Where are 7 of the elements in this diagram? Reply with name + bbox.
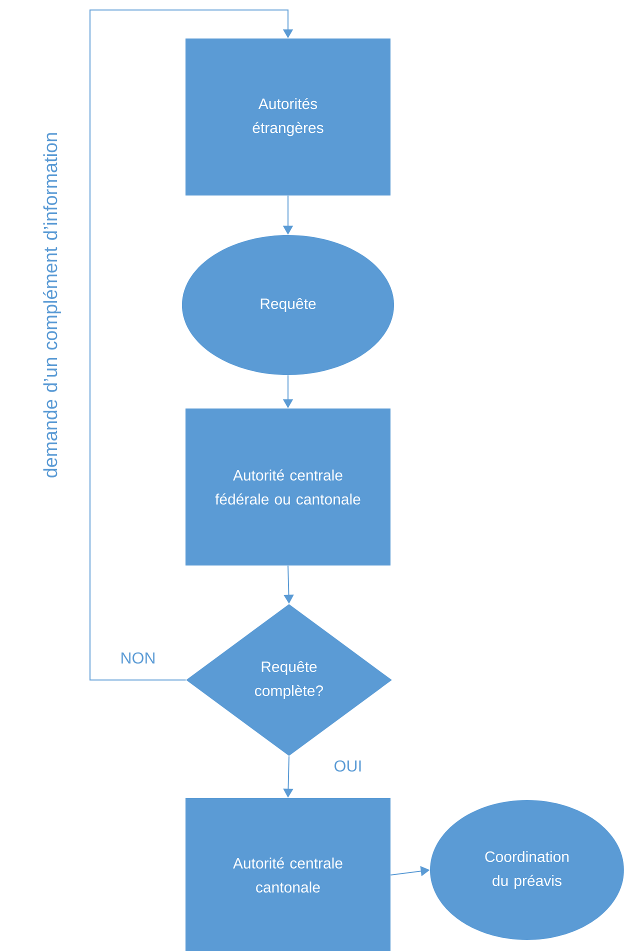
rotated-note: demande d’un complément d’information [43,133,61,478]
process-box: Autorités étrangères [186,38,390,196]
arrow [90,10,294,680]
edge-label: OUI [332,759,364,773]
process-box: Autorité centrale cantonale [186,798,390,951]
process-box: Autorité centrale fédérale ou cantonale [186,408,390,566]
edge-label: NON [119,651,157,665]
